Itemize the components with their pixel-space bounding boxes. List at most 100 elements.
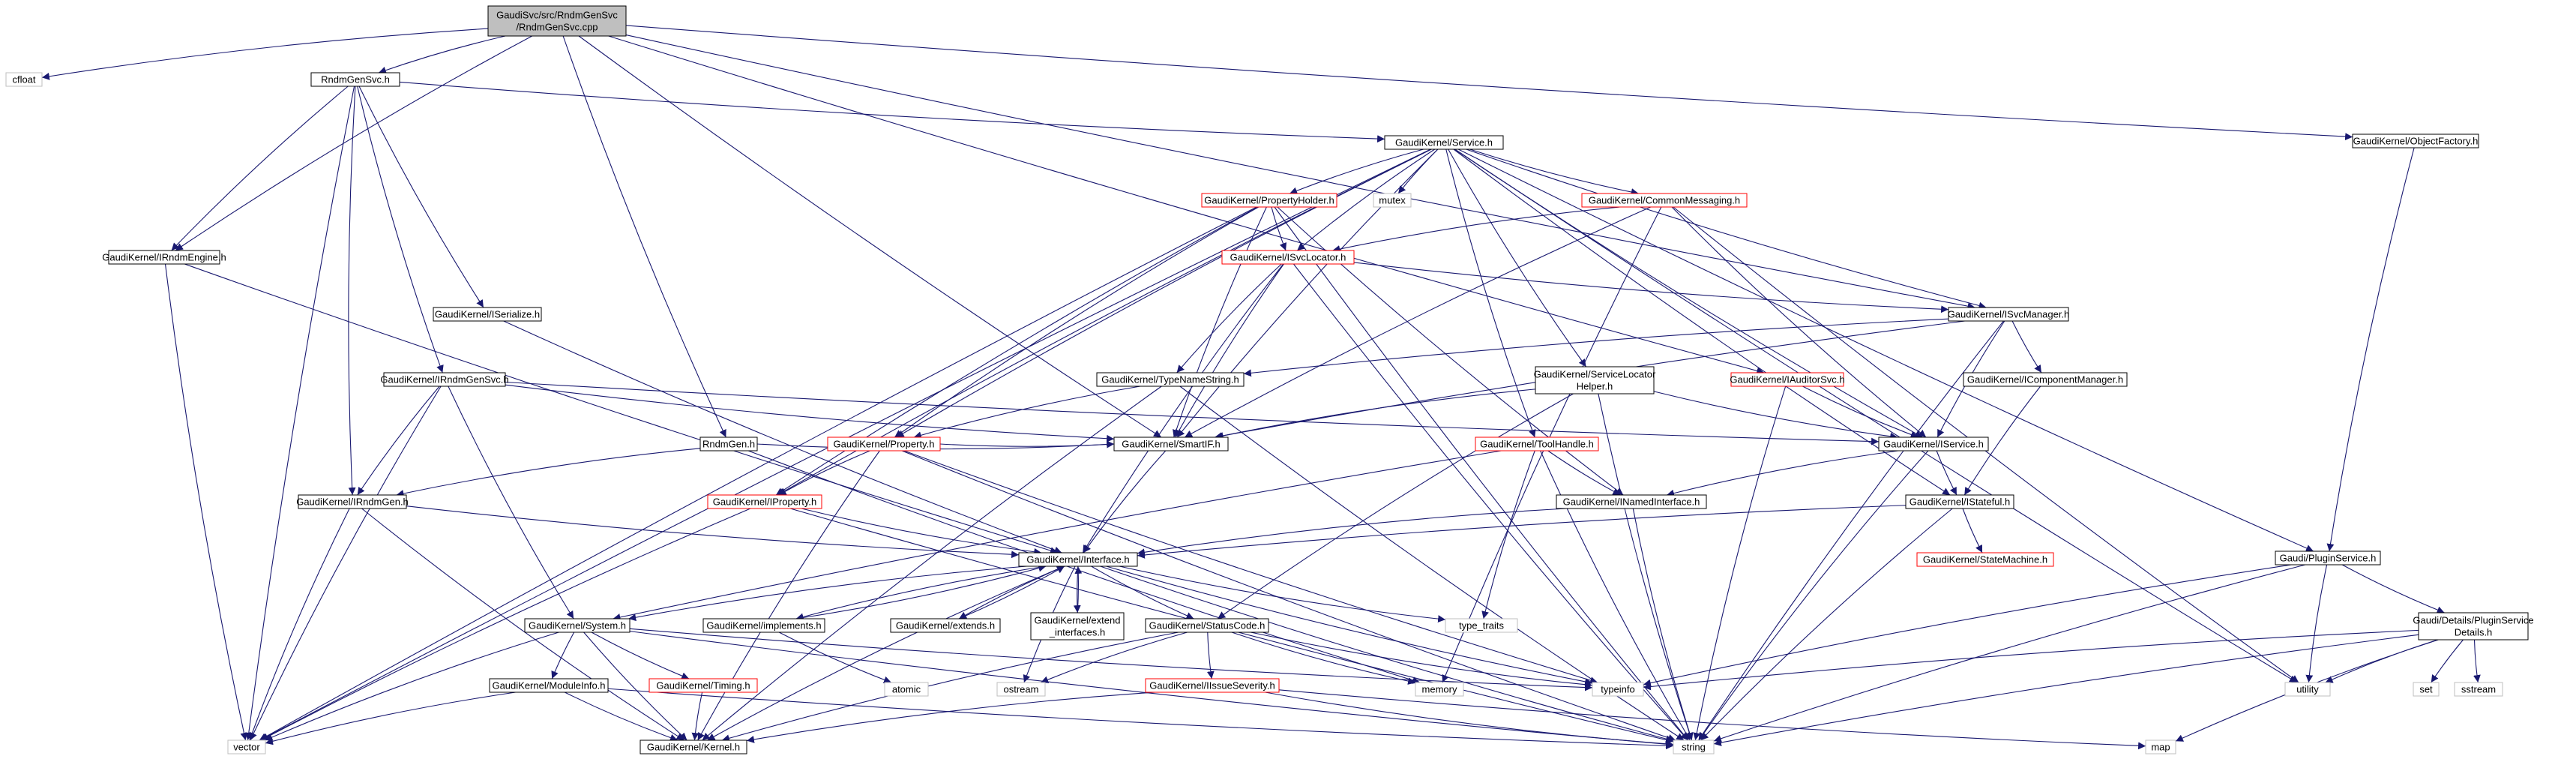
node-label: GaudiKernel/ServiceLocator	[1534, 369, 1656, 380]
node-irndmgensvc[interactable]: GaudiKernel/IRndmGenSvc.h	[380, 372, 509, 387]
node-icomponentmanager[interactable]: GaudiKernel/IComponentManager.h	[1963, 372, 2128, 387]
node-box	[699, 436, 758, 452]
node-typenamestring[interactable]: GaudiKernel/TypeNameString.h	[1096, 372, 1245, 387]
edge-issueseverity-to-map	[1278, 689, 2146, 750]
node-issueseverity[interactable]: GaudiKernel/IIssueSeverity.h	[1145, 678, 1280, 693]
node-label: GaudiKernel/IIssueSeverity.h	[1149, 680, 1275, 692]
node-istateful[interactable]: GaudiKernel/IStateful.h	[1905, 494, 2014, 509]
node-box	[2145, 740, 2176, 754]
edge-toolhandle-to-inamedinterface	[1547, 450, 1621, 496]
edge-iserialize-to-interface_h	[503, 320, 1062, 554]
edge-servicelocatorhelper-to-statuscode	[1217, 393, 1574, 620]
edge-commonmessaging-to-smartif	[1184, 206, 1652, 438]
node-objectfactory[interactable]: GaudiKernel/ObjectFactory.h	[2352, 134, 2479, 148]
node-irndmengine[interactable]: GaudiKernel/IRndmEngine.h	[102, 250, 226, 265]
node-service_h[interactable]: GaudiKernel/Service.h	[1384, 135, 1504, 150]
edge-pluginservicedetails-to-typeinfo	[1643, 629, 2419, 691]
edge-interface_h-to-string	[1100, 566, 1674, 743]
node-isvclocator[interactable]: GaudiKernel/ISvcLocator.h	[1221, 250, 1355, 265]
edge-moduleinfo-to-vector	[265, 692, 516, 746]
node-map[interactable]: map	[2145, 740, 2176, 754]
node-isvcmanager[interactable]: GaudiKernel/ISvcManager.h	[1948, 307, 2070, 322]
node-extend_interfaces[interactable]: GaudiKernel/extend_interfaces.h	[1030, 612, 1125, 640]
node-utility[interactable]: utility	[2284, 682, 2331, 697]
edge-interface_h-to-statuscode	[1091, 566, 1194, 620]
node-memory[interactable]: memory	[1415, 682, 1464, 697]
node-label: GaudiKernel/StatusCode.h	[1149, 620, 1266, 632]
node-label: GaudiKernel/IRndmGenSvc.h	[380, 374, 508, 386]
node-irndmgen[interactable]: GaudiKernel/IRndmGen.h	[296, 494, 409, 509]
node-typeinfo[interactable]: typeinfo	[1592, 682, 1644, 697]
edge-system_h-to-string	[629, 631, 1674, 748]
edge-isvclocator-to-isvcmanager	[1353, 262, 1949, 314]
edge-iservice-to-istateful	[1936, 450, 1957, 496]
node-commonmessaging[interactable]: GaudiKernel/CommonMessaging.h	[1581, 193, 1748, 208]
edge-istateful-to-interface_h	[1137, 505, 1907, 559]
edge-propertyholder-to-string	[1274, 206, 1689, 741]
node-implements[interactable]: GaudiKernel/implements.h	[702, 618, 825, 633]
edge-service_h-to-smartif	[1176, 148, 1439, 438]
node-label: mutex	[1379, 195, 1406, 206]
node-iservice[interactable]: GaudiKernel/IService.h	[1878, 436, 1989, 452]
node-box	[2413, 682, 2440, 697]
node-label: GaudiKernel/ModuleInfo.h	[492, 680, 605, 692]
node-statemachine[interactable]: GaudiKernel/StateMachine.h	[1916, 552, 2054, 567]
node-kernel_h[interactable]: GaudiKernel/Kernel.h	[640, 740, 747, 754]
node-label: GaudiKernel/IService.h	[1883, 439, 1984, 450]
node-type_traits[interactable]: type_traits	[1445, 618, 1518, 633]
edge-inamedinterface-to-interface_h	[1137, 508, 1567, 556]
node-rndmgen_h[interactable]: RndmGen.h	[699, 436, 758, 452]
node-cfloat[interactable]: cfloat	[5, 72, 43, 87]
node-iproperty[interactable]: GaudiKernel/IProperty.h	[707, 494, 822, 509]
node-timing[interactable]: GaudiKernel/Timing.h	[648, 678, 758, 693]
node-moduleinfo[interactable]: GaudiKernel/ModuleInfo.h	[489, 678, 609, 693]
node-propertyholder[interactable]: GaudiKernel/PropertyHolder.h	[1201, 193, 1337, 208]
node-property_h[interactable]: GaudiKernel/Property.h	[827, 436, 941, 452]
edge-root-to-cfloat	[41, 28, 489, 80]
node-mutex[interactable]: mutex	[1373, 193, 1412, 208]
node-inamedinterface[interactable]: GaudiKernel/INamedInterface.h	[1556, 494, 1707, 509]
dependency-edges	[41, 25, 2481, 750]
node-vector[interactable]: vector	[227, 740, 266, 754]
node-box	[1221, 250, 1355, 265]
edge-irndmgen-to-kernel_h	[361, 508, 684, 741]
edge-root-to-rndmgensvc_h	[378, 35, 506, 74]
node-iserialize[interactable]: GaudiKernel/ISerialize.h	[433, 307, 542, 322]
edge-servicelocatorhelper-to-iservice	[1653, 391, 1898, 440]
node-set[interactable]: set	[2413, 682, 2440, 697]
node-extends_h[interactable]: GaudiKernel/extends.h	[890, 618, 1001, 633]
node-label: GaudiKernel/IRndmGen.h	[296, 496, 409, 508]
node-label: GaudiKernel/extend	[1035, 615, 1121, 626]
edge-isvclocator-to-smartif	[1175, 263, 1284, 438]
node-string[interactable]: string	[1673, 740, 1715, 754]
node-rndmgensvc_h[interactable]: RndmGenSvc.h	[310, 72, 400, 87]
node-system_h[interactable]: GaudiKernel/System.h	[524, 618, 631, 633]
edge-irndmgen-to-vector	[248, 508, 350, 741]
edge-isvclocator-to-string	[1293, 263, 1688, 741]
node-label: typeinfo	[1601, 684, 1635, 695]
node-interface_h[interactable]: GaudiKernel/Interface.h	[1018, 552, 1138, 567]
edge-property_h-to-string	[901, 450, 1676, 742]
edge-extend_interfaces-to-interface_h	[1074, 566, 1083, 614]
node-root[interactable]: GaudiSvc/src/RndmGenSvc/RndmGenSvc.cpp	[487, 5, 627, 37]
node-sstream[interactable]: sstream	[2454, 682, 2503, 697]
node-atomic[interactable]: atomic	[884, 682, 929, 697]
node-label: GaudiKernel/IAuditorSvc.h	[1730, 374, 1844, 386]
edge-system_h-to-moduleinfo	[551, 632, 575, 680]
node-pluginservice[interactable]: Gaudi/PluginService.h	[2275, 550, 2381, 566]
node-ostream[interactable]: ostream	[996, 682, 1046, 697]
node-smartif[interactable]: GaudiKernel/SmartIF.h	[1113, 436, 1229, 452]
node-box	[648, 678, 758, 693]
node-label: GaudiKernel/Kernel.h	[647, 742, 740, 753]
node-box	[827, 436, 941, 452]
node-toolhandle[interactable]: GaudiKernel/ToolHandle.h	[1475, 436, 1599, 452]
node-box	[2284, 682, 2331, 697]
edge-issueseverity-to-string	[1265, 692, 1674, 748]
edge-interface_h-to-system_h	[628, 566, 1027, 622]
node-iauditorsvc[interactable]: GaudiKernel/IAuditorSvc.h	[1730, 372, 1845, 387]
node-statuscode[interactable]: GaudiKernel/StatusCode.h	[1145, 618, 1269, 633]
edge-iauditorsvc-to-iservice	[1802, 386, 1919, 439]
edge-commonmessaging-to-isvclocator	[1332, 206, 1620, 253]
